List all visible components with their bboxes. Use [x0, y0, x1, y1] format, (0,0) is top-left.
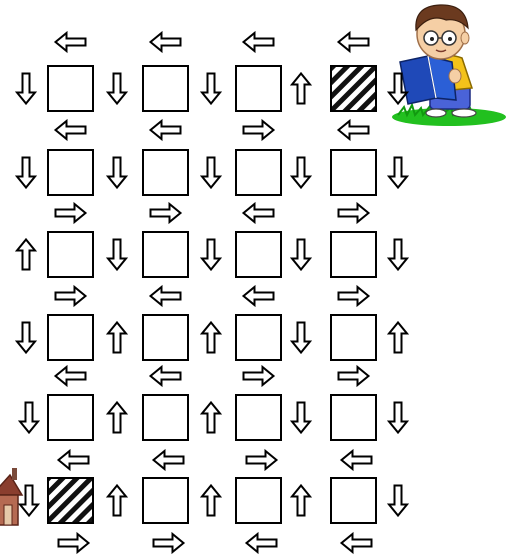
arrow-up-icon	[108, 323, 126, 353]
arrow-down-icon	[20, 403, 38, 433]
arrow-left-icon	[151, 33, 181, 51]
maze-cell	[331, 150, 376, 195]
arrow-up-icon	[202, 323, 220, 353]
arrow-up-icon	[108, 486, 126, 516]
maze-cell	[48, 66, 93, 111]
maze-cell-goal	[48, 478, 93, 523]
arrow-left-icon	[56, 33, 86, 51]
arrow-down-icon	[292, 323, 310, 353]
maze-cell	[143, 395, 188, 440]
maze-grid	[17, 33, 407, 552]
arrow-down-icon	[108, 158, 126, 188]
maze-cell	[236, 232, 281, 277]
arrow-down-icon	[202, 158, 220, 188]
arrow-left-icon	[59, 451, 89, 469]
maze-cell	[331, 478, 376, 523]
maze-cell	[48, 150, 93, 195]
arrow-right-icon	[244, 367, 274, 385]
arrow-left-icon	[151, 121, 181, 139]
arrow-down-icon	[108, 74, 126, 104]
maze-cell	[143, 478, 188, 523]
maze-cell	[143, 66, 188, 111]
arrow-up-icon	[292, 74, 310, 104]
arrow-down-icon	[202, 74, 220, 104]
arrow-down-icon	[17, 323, 35, 353]
arrow-down-icon	[17, 74, 35, 104]
arrow-left-icon	[151, 367, 181, 385]
maze-cell	[236, 315, 281, 360]
arrow-down-icon	[389, 403, 407, 433]
maze-cell	[143, 315, 188, 360]
house-icon	[0, 468, 22, 525]
arrow-up-icon	[202, 403, 220, 433]
maze-cell	[143, 150, 188, 195]
arrow-right-icon	[56, 204, 86, 222]
arrow-left-icon	[244, 204, 274, 222]
arrow-down-icon	[292, 240, 310, 270]
arrow-up-icon	[389, 323, 407, 353]
arrow-left-icon	[244, 33, 274, 51]
maze-cell	[331, 232, 376, 277]
arrow-left-icon	[154, 451, 184, 469]
maze-cell	[236, 150, 281, 195]
arrow-right-icon	[59, 534, 89, 552]
arrow-left-icon	[247, 534, 277, 552]
arrow-left-icon	[342, 534, 372, 552]
maze-cell	[236, 395, 281, 440]
arrow-left-icon	[56, 121, 86, 139]
arrow-left-icon	[339, 121, 369, 139]
arrow-right-icon	[339, 287, 369, 305]
maze-cell	[331, 395, 376, 440]
arrow-down-icon	[292, 403, 310, 433]
arrow-down-icon	[17, 158, 35, 188]
boy-reading-book-icon	[392, 5, 506, 126]
maze-cell	[331, 315, 376, 360]
arrow-right-icon	[247, 451, 277, 469]
maze-cell	[143, 232, 188, 277]
maze-cell	[48, 315, 93, 360]
arrow-right-icon	[56, 287, 86, 305]
arrow-right-icon	[339, 367, 369, 385]
maze-cell	[236, 66, 281, 111]
maze-cell	[236, 478, 281, 523]
arrow-right-icon	[151, 204, 181, 222]
arrow-up-icon	[108, 403, 126, 433]
arrow-left-icon	[342, 451, 372, 469]
arrow-down-icon	[389, 240, 407, 270]
arrow-down-icon	[108, 240, 126, 270]
arrow-down-icon	[389, 158, 407, 188]
arrow-right-icon	[244, 121, 274, 139]
maze-cell-start	[331, 66, 376, 111]
arrow-right-icon	[339, 204, 369, 222]
maze-cell	[48, 395, 93, 440]
maze-cell	[48, 232, 93, 277]
arrow-left-icon	[151, 287, 181, 305]
arrow-left-icon	[339, 33, 369, 51]
arrow-left-icon	[56, 367, 86, 385]
arrow-down-icon	[292, 158, 310, 188]
arrow-left-icon	[244, 287, 274, 305]
arrow-up-icon	[17, 240, 35, 270]
arrow-up-icon	[202, 486, 220, 516]
arrow-down-icon	[20, 486, 38, 516]
arrow-down-icon	[389, 486, 407, 516]
arrow-right-icon	[154, 534, 184, 552]
arrow-up-icon	[292, 486, 310, 516]
arrow-down-icon	[202, 240, 220, 270]
